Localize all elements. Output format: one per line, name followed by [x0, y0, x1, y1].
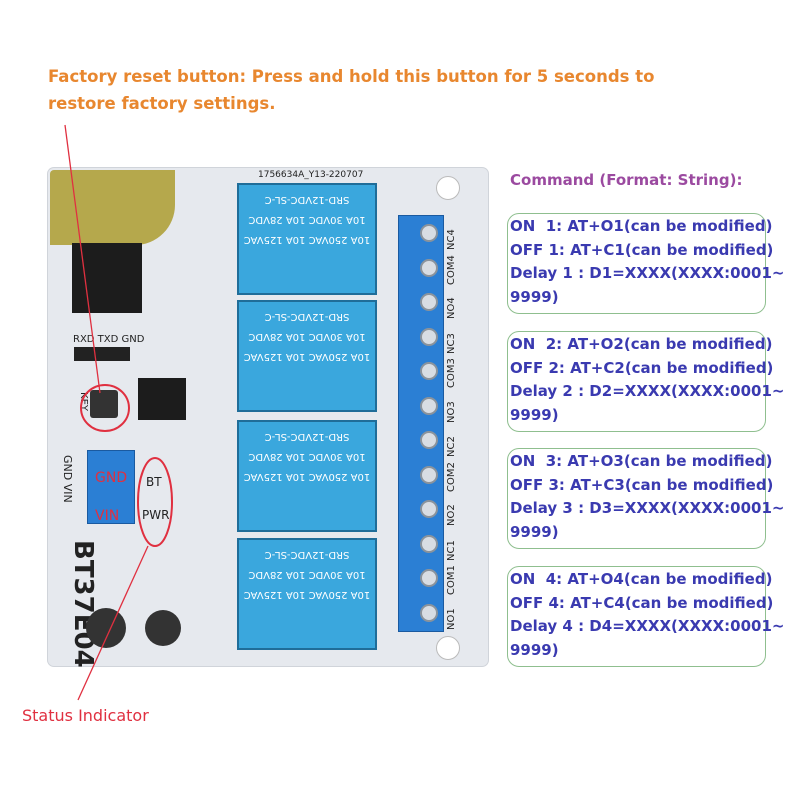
factory-reset-button[interactable]: [90, 390, 118, 418]
pin-header: [74, 347, 130, 361]
terminal-screw: [420, 500, 438, 518]
pcb-antenna: [50, 170, 175, 245]
command-range: 9999): [510, 640, 559, 659]
pwr-led-label: PWR: [142, 508, 170, 522]
command-on: ON 2: AT+O2(can be modified): [510, 335, 773, 353]
status-indicator-label: Status Indicator: [22, 706, 149, 725]
command-on: ON 3: AT+O3(can be modified): [510, 452, 773, 470]
command-delay: Delay 3 : D3=XXXX(XXXX:0001~: [510, 499, 785, 517]
terminal-screw: [420, 431, 438, 449]
mount-hole: [436, 176, 460, 200]
command-off: OFF 1: AT+C1(can be modified): [510, 240, 774, 259]
terminal-screw: [420, 534, 438, 553]
command-box-1: ON 1: AT+O1(can be modified) OFF 1: AT+C1…: [507, 213, 785, 314]
header-pin-labels: RXD TXD GND: [73, 334, 145, 345]
command-box-2: ON 2: AT+O2(can be modified) OFF 2: AT+C2…: [507, 331, 785, 432]
command-range: 9999): [510, 405, 559, 424]
status-pointer-line: [77, 545, 149, 701]
terminal-screw: [420, 465, 438, 484]
led-highlight-ellipse: [137, 457, 173, 547]
terminal-screw: [420, 603, 438, 622]
command-delay: Delay 4 : D4=XXXX(XXXX:0001~: [510, 617, 785, 635]
capacitor: [86, 608, 126, 648]
board-serial: 1756634A_Y13-220707: [258, 170, 364, 180]
terminal-screw: [420, 362, 438, 380]
power-terminal: [87, 450, 135, 524]
command-off: OFF 2: AT+C2(can be modified): [510, 358, 774, 377]
capacitor: [145, 610, 181, 646]
terminal-screw: [420, 327, 438, 346]
reset-note-line1: Factory reset button: Press and hold thi…: [48, 67, 655, 86]
command-range: 9999): [510, 522, 559, 541]
vin-label: VIN: [95, 508, 120, 524]
command-delay: Delay 1 : D1=XXXX(XXXX:0001~: [510, 264, 785, 282]
reset-note-line2: restore factory settings.: [48, 94, 276, 113]
reset-highlight-circle: [80, 384, 130, 432]
command-on: ON 1: AT+O1(can be modified): [510, 217, 773, 235]
terminal-screw: [420, 293, 438, 311]
command-delay: Delay 2 : D2=XXXX(XXXX:0001~: [510, 382, 785, 400]
terminal-screw: [420, 396, 438, 415]
mount-hole: [436, 636, 460, 660]
ic-chip: [138, 378, 186, 420]
terminal-screw: [420, 224, 438, 242]
command-title: Command (Format: String):: [510, 171, 743, 189]
command-on: ON 4: AT+O4(can be modified): [510, 570, 773, 588]
bluetooth-module: [72, 243, 142, 313]
command-box-3: ON 3: AT+O3(can be modified) OFF 3: AT+C3…: [507, 448, 785, 549]
relay-terminal-block: [398, 215, 444, 632]
command-off: OFF 3: AT+C3(can be modified): [510, 475, 774, 494]
command-box-4: ON 4: AT+O4(can be modified) OFF 4: AT+C4…: [507, 566, 785, 667]
terminal-screw: [420, 569, 438, 587]
terminal-screw: [420, 258, 438, 277]
bt-led-label: BT: [146, 475, 162, 489]
reset-pointer-line: [64, 124, 101, 394]
command-off: OFF 4: AT+C4(can be modified): [510, 593, 774, 612]
gnd-label: GND: [95, 470, 128, 486]
command-range: 9999): [510, 287, 559, 306]
